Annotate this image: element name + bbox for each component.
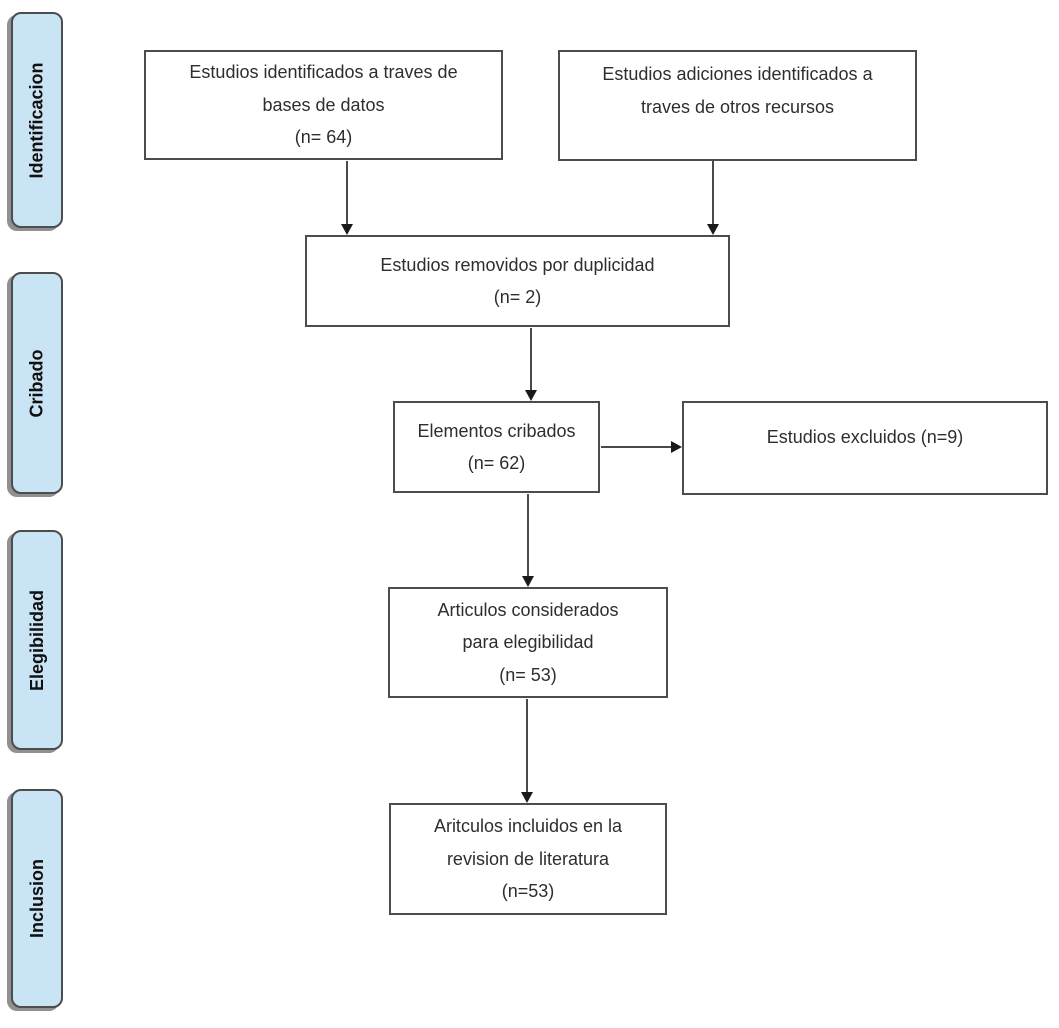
arrowhead-down-icon	[525, 390, 537, 401]
arrow-screened-to-eligibility	[522, 494, 534, 587]
box-items-screened: Elementos cribados (n= 62)	[393, 401, 600, 493]
box-studies-excluded: Estudios excluidos (n=9)	[682, 401, 1048, 495]
box-additional-other-sources-text: Estudios adiciones identificados a trave…	[602, 64, 873, 117]
stage-elegibilidad: Elegibilidad	[11, 530, 63, 750]
arrowhead-down-icon	[522, 576, 534, 587]
stage-label-cribado: Cribado	[26, 348, 47, 418]
arrowhead-right-icon	[671, 441, 682, 453]
box-articles-included-text: Aritculos incluidos en la revision de li…	[433, 816, 623, 902]
stage-inclusion: Inclusion	[11, 789, 63, 1008]
arrow-shaft	[601, 446, 671, 448]
box-duplicates-removed-text: Estudios removidos por duplicidad (n= 2)	[380, 254, 655, 307]
arrowhead-down-icon	[341, 224, 353, 235]
arrow-duplicates-to-screened	[525, 328, 537, 401]
arrow-shaft	[527, 494, 529, 576]
box-articles-eligibility: Articulos considerados para elegibilidad…	[388, 587, 668, 698]
box-duplicates-removed: Estudios removidos por duplicidad (n= 2)	[305, 235, 730, 327]
box-items-screened-text: Elementos cribados (n= 62)	[417, 420, 576, 473]
box-articles-included: Aritculos incluidos en la revision de li…	[389, 803, 667, 915]
box-articles-eligibility-text: Articulos considerados para elegibilidad…	[437, 599, 619, 685]
arrow-additional-to-duplicates	[707, 161, 719, 235]
arrow-screened-to-excluded	[601, 441, 682, 453]
arrowhead-down-icon	[707, 224, 719, 235]
box-studies-excluded-text: Estudios excluidos (n=9)	[766, 427, 964, 447]
stage-identificacion: Identificacion	[11, 12, 63, 228]
stage-label-inclusion: Inclusion	[26, 858, 47, 939]
arrow-shaft	[346, 161, 348, 224]
arrow-eligibility-to-included	[521, 699, 533, 803]
arrow-identified-to-duplicates	[341, 161, 353, 235]
box-additional-other-sources: Estudios adiciones identificados a trave…	[558, 50, 917, 161]
arrow-shaft	[526, 699, 528, 792]
box-identified-databases: Estudios identificados a traves de bases…	[144, 50, 503, 160]
stage-label-identificacion: Identificacion	[26, 61, 47, 179]
box-identified-databases-text: Estudios identificados a traves de bases…	[189, 62, 458, 148]
arrow-shaft	[712, 161, 714, 224]
arrowhead-down-icon	[521, 792, 533, 803]
stage-label-elegibilidad: Elegibilidad	[26, 589, 47, 691]
arrow-shaft	[530, 328, 532, 390]
stage-cribado: Cribado	[11, 272, 63, 494]
